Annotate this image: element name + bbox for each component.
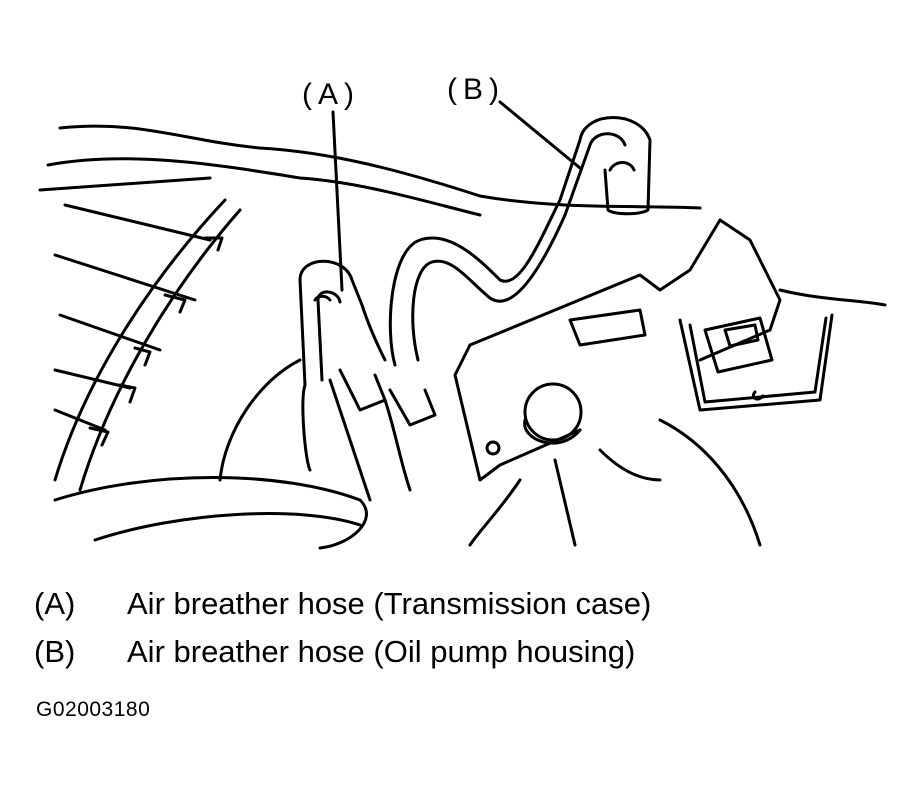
- hose-b: [388, 116, 652, 367]
- connector-clip: [703, 316, 774, 374]
- bracket-plate-front: [453, 343, 582, 482]
- lower-flange-inner: [93, 512, 362, 542]
- rib-line: [53, 253, 197, 302]
- lower-flange: [53, 476, 368, 550]
- housing-top-edge: [58, 124, 702, 210]
- callout-label-a: (A): [302, 78, 360, 111]
- connector-latch: [723, 323, 760, 348]
- leader-line-a: [331, 110, 344, 292]
- bracket-bolt-hole: [485, 440, 501, 456]
- figure-code: G02003180: [36, 698, 151, 721]
- callout-label-b: (B): [447, 73, 505, 106]
- leader-line-b: [498, 100, 582, 170]
- housing-arc-inner: [78, 208, 242, 492]
- legend-item: (A) Air breather hose (Transmission case…: [34, 586, 894, 634]
- transmission-illustration: [38, 100, 887, 550]
- legend: (A) Air breather hose (Transmission case…: [34, 586, 894, 682]
- bracket-plate: [468, 218, 782, 362]
- housing-arc-right: [218, 358, 302, 482]
- hose-a-lower: [301, 383, 312, 472]
- hose-a: [298, 259, 387, 387]
- lower-rib: [598, 448, 662, 482]
- housing-arc-outer: [53, 198, 227, 482]
- legend-item: (B) Air breather hose (Oil pump housing): [34, 634, 894, 682]
- lower-rib: [658, 418, 762, 547]
- tab-mark: [118, 383, 137, 404]
- round-plug: [523, 382, 583, 442]
- bracket-slot: [568, 308, 647, 347]
- legend-key: (A): [34, 586, 76, 621]
- housing-upper-edge: [46, 157, 482, 217]
- line-drawing: (A) (B): [38, 73, 887, 550]
- pipe-stub-line: [383, 398, 412, 492]
- rib-line: [53, 408, 107, 432]
- legend-text: Air breather hose (Oil pump housing): [127, 634, 636, 669]
- pipe-stub: [338, 368, 387, 412]
- lower-rib: [468, 478, 522, 547]
- connector-mark: [751, 390, 765, 401]
- side-bracket: [678, 313, 834, 412]
- hose-a-inner: [316, 290, 342, 382]
- lower-rib: [553, 458, 577, 547]
- tab-mark: [88, 426, 110, 447]
- rib-line: [38, 176, 212, 192]
- hose-b-end: [608, 161, 636, 172]
- tab-mark: [163, 293, 187, 314]
- rib-line: [53, 368, 132, 390]
- rib-line: [63, 203, 212, 242]
- pipe-stub: [388, 388, 437, 427]
- pipe-stub-line: [328, 378, 372, 502]
- right-housing-edge: [778, 288, 887, 307]
- hose-a-end: [313, 294, 332, 302]
- round-plug-body: [523, 418, 582, 445]
- legend-key: (B): [34, 634, 76, 669]
- side-bracket-inner: [688, 316, 828, 404]
- hose-b-inner: [411, 132, 627, 362]
- tab-mark: [203, 236, 224, 252]
- legend-text: Air breather hose (Transmission case): [127, 586, 652, 621]
